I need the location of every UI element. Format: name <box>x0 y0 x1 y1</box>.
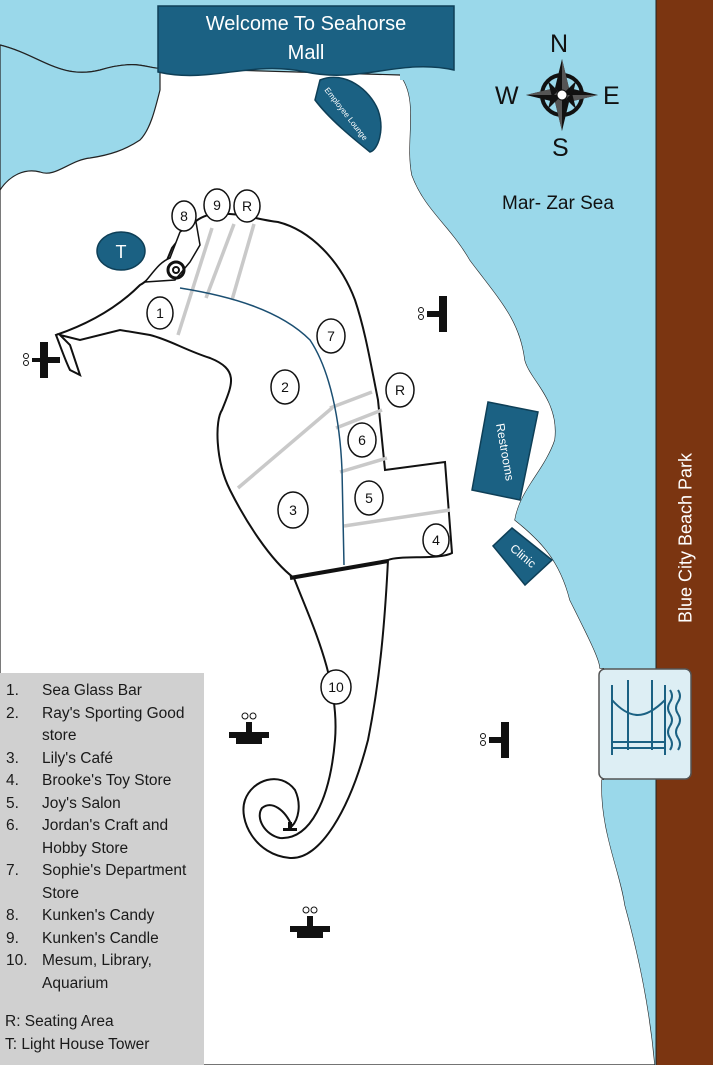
marker-4-label: 4 <box>432 532 440 548</box>
marker-7-label: 7 <box>327 328 335 344</box>
marker-4[interactable] <box>422 523 450 557</box>
legend-item: 5.Joy's Salon <box>6 794 121 812</box>
marker-2[interactable] <box>270 369 300 405</box>
marker-r-mid[interactable] <box>385 372 415 408</box>
marker-3-label: 3 <box>289 502 297 518</box>
legend-item: 4.Brooke's Toy Store <box>6 772 172 789</box>
banner-line-2: Mall <box>287 42 325 64</box>
legend-item: 3.Lily's Café <box>6 749 114 767</box>
restrooms-building[interactable] <box>471 401 539 501</box>
marker-10-label: 10 <box>328 679 344 695</box>
compass-west: W <box>495 82 519 110</box>
legend-item: 2.Ray's Sporting Good store <box>6 704 185 745</box>
marker-r-top-label: R <box>242 198 252 214</box>
legend-item: 1.Sea Glass Bar <box>6 682 142 699</box>
legend-item: 6.Jordan's Craft and Hobby Store <box>6 817 169 857</box>
key-seating-area: R: Seating Area <box>5 1013 114 1030</box>
fountain-icon <box>290 906 330 938</box>
seahorse-mall-outline[interactable] <box>54 212 454 860</box>
main-corridor <box>179 287 345 566</box>
employee-lounge[interactable] <box>314 76 382 153</box>
marker-1-label: 1 <box>156 305 164 321</box>
marker-8-label: 8 <box>180 208 188 224</box>
compass-north: N <box>550 30 569 58</box>
marker-10[interactable] <box>320 669 352 705</box>
fountain-icon <box>23 342 60 378</box>
seahorse-snout <box>143 220 201 283</box>
marker-r-top[interactable] <box>233 189 261 223</box>
marker-5[interactable] <box>354 480 384 516</box>
walkways <box>176 223 451 528</box>
entrance-gate <box>289 559 389 580</box>
legend-item: 7.Sophie's Department Store <box>6 862 187 902</box>
lighthouse-tower[interactable] <box>96 231 146 271</box>
fountain-icon <box>418 296 447 332</box>
fountain-icon <box>229 712 269 744</box>
map-legend: 1.Sea Glass Bar 2.Ray's Sporting Good st… <box>0 673 204 1065</box>
legend-item: 9.Kunken's Candle <box>6 929 159 947</box>
welcome-banner-title: Welcome To Seahorse Mall <box>158 10 454 68</box>
marker-6[interactable] <box>347 422 377 458</box>
legend-item: 10.Mesum, Library, Aquarium <box>6 952 152 992</box>
compass-rose-icon <box>526 59 598 131</box>
compass-east: E <box>603 82 620 110</box>
legend-keys: R: Seating Area T: Light House Tower <box>4 1011 200 1056</box>
marker-5-label: 5 <box>365 490 373 506</box>
lighthouse-label: T <box>116 242 127 262</box>
store-list: 1.Sea Glass Bar 2.Ray's Sporting Good st… <box>4 680 200 995</box>
top-right-sea <box>400 0 713 1065</box>
welcome-banner[interactable] <box>157 5 455 77</box>
marker-6-label: 6 <box>358 432 366 448</box>
marker-3[interactable] <box>277 491 309 529</box>
park-strip <box>656 0 713 1065</box>
banner-line-1: Welcome To Seahorse <box>205 13 407 35</box>
marker-8[interactable] <box>171 200 197 232</box>
marker-9[interactable] <box>203 188 231 222</box>
fountain-icon <box>480 722 509 758</box>
park-label: Blue City Beach Park <box>675 452 696 624</box>
store-markers[interactable] <box>146 188 450 705</box>
marker-9-label: 9 <box>213 197 221 213</box>
marker-2-label: 2 <box>281 379 289 395</box>
left-coastline <box>0 44 161 192</box>
clinic-building[interactable] <box>491 527 554 587</box>
marker-7[interactable] <box>316 318 346 354</box>
key-lighthouse: T: Light House Tower <box>5 1035 150 1053</box>
fountain-icon <box>283 822 297 831</box>
seahorse-eye-icon <box>166 260 186 280</box>
marker-1[interactable] <box>146 296 174 330</box>
compass-south: S <box>552 134 569 162</box>
park-bridge-icon[interactable] <box>598 668 692 780</box>
legend-item: 8.Kunken's Candy <box>6 907 155 924</box>
marker-r-mid-label: R <box>395 382 405 398</box>
sea-label: Mar- Zar Sea <box>502 193 614 214</box>
